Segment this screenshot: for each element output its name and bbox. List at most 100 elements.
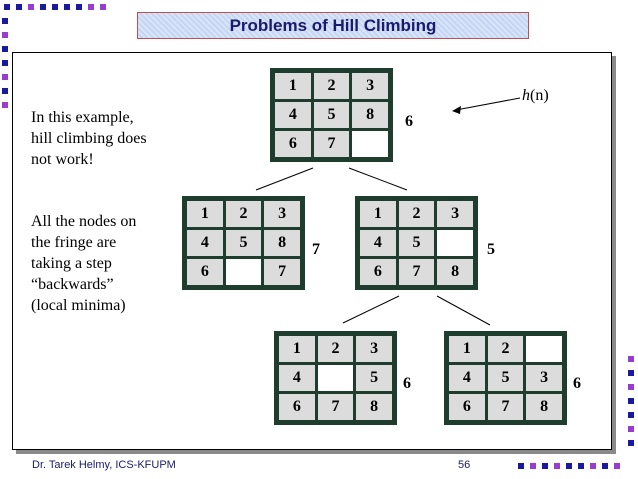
heuristic-value-grand-right: 6	[573, 375, 581, 392]
heuristic-arrow-line	[455, 97, 521, 111]
puzzle-tile: 8	[352, 102, 388, 128]
edge-root-left	[255, 167, 314, 191]
puzzle-tile: 4	[279, 365, 315, 391]
explanation-text-1: In this example, hill climbing does not …	[31, 107, 147, 170]
puzzle-tile: 7	[487, 394, 524, 420]
deco-square	[2, 32, 8, 38]
deco-square	[2, 46, 8, 52]
deco-square	[602, 463, 608, 469]
deco-square	[628, 384, 634, 390]
text-line: hill climbing does	[31, 130, 147, 147]
deco-square	[52, 4, 58, 10]
text-line: In this example,	[31, 109, 134, 126]
deco-square	[628, 440, 634, 446]
puzzle-tile: 5	[225, 230, 262, 256]
text-line: the fringe are	[31, 234, 117, 251]
edge-root-right	[348, 167, 408, 191]
deco-square	[614, 463, 620, 469]
puzzle-tile: 1	[449, 336, 485, 362]
text-line: taking a step	[31, 255, 112, 272]
deco-square	[2, 60, 8, 66]
edge-right-grandleft	[342, 295, 400, 324]
page-number: 56	[458, 459, 471, 471]
puzzle-tile: 8	[264, 230, 300, 256]
heuristic-value-right-child: 5	[487, 241, 495, 258]
puzzle-tile: 4	[360, 230, 396, 256]
deco-square	[590, 463, 596, 469]
puzzle-tile: 1	[360, 201, 396, 227]
deco-square	[100, 4, 106, 10]
puzzle-tile: 4	[187, 230, 223, 256]
footer-author: Dr. Tarek Helmy, ICS-KFUPM	[32, 459, 176, 471]
puzzle-tile: 2	[398, 201, 435, 227]
deco-square	[40, 4, 46, 10]
puzzle-tile: 2	[487, 336, 524, 362]
blank-tile	[225, 259, 262, 285]
puzzle-tile: 3	[356, 336, 392, 362]
puzzle-tile: 1	[279, 336, 315, 362]
puzzle-tile: 5	[313, 102, 350, 128]
puzzle-tile: 4	[275, 102, 311, 128]
deco-square	[628, 398, 634, 404]
puzzle-tile: 8	[526, 394, 562, 420]
heuristic-value-root: 6	[405, 113, 413, 130]
puzzle-tile: 3	[437, 201, 473, 227]
puzzle-tile: 8	[437, 259, 473, 285]
puzzle-tile: 1	[187, 201, 223, 227]
explanation-text-2: All the nodes on the fringe are taking a…	[31, 211, 136, 316]
heuristic-label: h(n)	[522, 87, 549, 105]
slide-title: Problems of Hill Climbing	[229, 15, 437, 35]
puzzle-tile: 8	[356, 394, 392, 420]
heuristic-argument: (n)	[530, 87, 549, 104]
puzzle-tile: 2	[317, 336, 354, 362]
blank-tile	[352, 131, 388, 157]
deco-square	[578, 463, 584, 469]
deco-square	[2, 88, 8, 94]
deco-square	[4, 4, 10, 10]
puzzle-tile: 6	[449, 394, 485, 420]
heuristic-value-left-child: 7	[312, 241, 320, 258]
deco-square	[628, 412, 634, 418]
puzzle-tile: 6	[187, 259, 223, 285]
puzzle-tile: 3	[264, 201, 300, 227]
deco-square	[542, 463, 548, 469]
heuristic-value-grand-left: 6	[403, 375, 411, 392]
puzzle-tile: 2	[225, 201, 262, 227]
puzzle-tile: 6	[275, 131, 311, 157]
edge-right-grandright	[436, 295, 491, 326]
puzzle-tile: 7	[313, 131, 350, 157]
puzzle-tile: 3	[526, 365, 562, 391]
deco-square	[76, 4, 82, 10]
puzzle-tile: 7	[264, 259, 300, 285]
blank-tile	[437, 230, 473, 256]
text-line: (local minima)	[31, 297, 126, 314]
deco-square	[566, 463, 572, 469]
deco-square	[2, 74, 8, 80]
puzzle-tile: 7	[398, 259, 435, 285]
puzzle-tile: 4	[449, 365, 485, 391]
puzzle-tile: 7	[317, 394, 354, 420]
heuristic-function: h	[522, 87, 530, 104]
text-line: not work!	[31, 151, 94, 168]
blank-tile	[526, 336, 562, 362]
deco-square	[554, 463, 560, 469]
text-line: All the nodes on	[31, 213, 137, 230]
puzzle-tile: 5	[487, 365, 524, 391]
deco-square	[28, 4, 34, 10]
deco-square	[628, 370, 634, 376]
blank-tile	[317, 365, 354, 391]
deco-square	[628, 426, 634, 432]
text-line: “backwards”	[31, 276, 114, 293]
slide-title-box: Problems of Hill Climbing	[137, 12, 529, 39]
puzzle-tile: 6	[360, 259, 396, 285]
